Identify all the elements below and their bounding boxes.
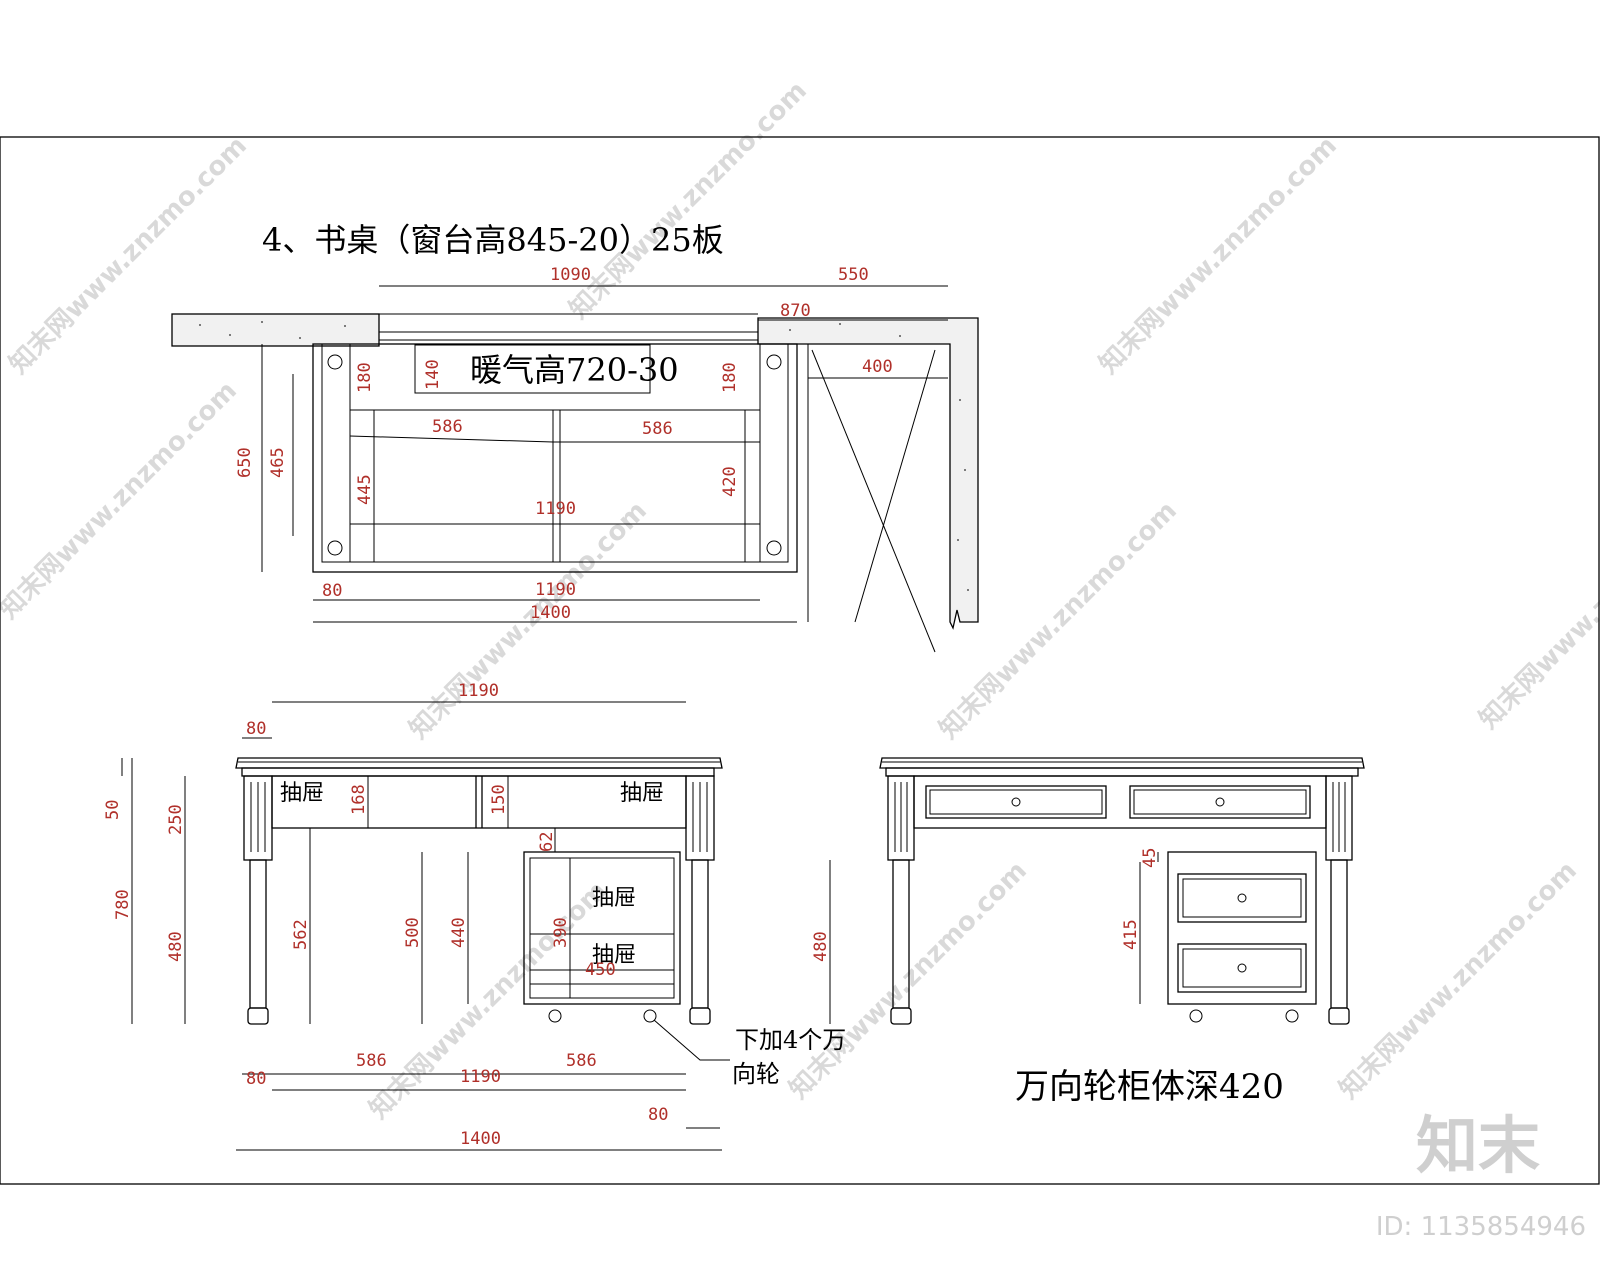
drawing-frame bbox=[0, 136, 1600, 1185]
radiator-label: 暖气高720-30 bbox=[470, 351, 679, 389]
caster-note-line2: 向轮 bbox=[732, 1060, 780, 1088]
dim-front-450: 450 bbox=[585, 960, 616, 980]
dim-1090: 1090 bbox=[550, 265, 591, 285]
side-dimensions: 480 45 415 bbox=[811, 848, 1160, 1024]
dim-front-80-right: 80 bbox=[648, 1105, 668, 1125]
front-elevation: 抽屉 抽屉 抽屉 抽屉 下加4个万 向轮 bbox=[235, 757, 846, 1088]
watermark-8: 知末网www.znzmo.com bbox=[784, 856, 1033, 1105]
dim-80-plan: 80 bbox=[322, 581, 342, 601]
dim-586-right: 586 bbox=[642, 419, 673, 439]
dim-front-80-top: 80 bbox=[246, 719, 266, 739]
dim-front-780: 780 bbox=[113, 889, 133, 920]
dim-420: 420 bbox=[720, 466, 740, 497]
dim-front-168: 168 bbox=[349, 784, 369, 815]
watermark-7: 知末网www.znzmo.com bbox=[364, 876, 613, 1125]
dim-front-150: 150 bbox=[489, 784, 509, 815]
dim-front-1400: 1400 bbox=[460, 1129, 501, 1149]
dim-1190-inner: 1190 bbox=[535, 499, 576, 519]
dim-front-80-bottom: 80 bbox=[246, 1069, 266, 1089]
drawing-title: 4、书桌（窗台高845-20）25板 bbox=[262, 221, 724, 259]
radiator bbox=[414, 344, 651, 394]
dim-front-1190-bottom: 1190 bbox=[460, 1067, 501, 1087]
desk-plan-outline bbox=[312, 343, 798, 573]
drawer-label-pedestal-bottom: 抽屉 bbox=[592, 943, 636, 968]
dim-front-480: 480 bbox=[166, 931, 186, 962]
dim-front-62: 62 bbox=[537, 832, 557, 852]
watermark-4: 知末网www.znzmo.com bbox=[0, 376, 243, 625]
side-elevation: 万向轮柜体深420 bbox=[879, 757, 1365, 1107]
image-id: ID: 1135854946 bbox=[1375, 1212, 1586, 1242]
dim-870: 870 bbox=[780, 301, 811, 321]
dim-180-right: 180 bbox=[720, 362, 740, 393]
front-dimensions: 1190 80 780 50 250 480 168 150 562 62 50… bbox=[103, 681, 722, 1151]
dim-front-586-right: 586 bbox=[566, 1051, 597, 1071]
watermark-5: 知末网www.znzmo.com bbox=[404, 496, 653, 745]
mobile-pedestal bbox=[523, 851, 681, 1005]
drawer-label-right: 抽屉 bbox=[620, 781, 664, 806]
watermark-10: 知末网www.znzmo.com bbox=[1474, 486, 1600, 735]
watermarks: 知末网www.znzmo.com 知末网www.znzmo.com 知末网www… bbox=[0, 76, 1600, 1125]
dim-side-415: 415 bbox=[1121, 919, 1141, 950]
caster-cabinet bbox=[1167, 851, 1317, 1005]
dim-front-586-left: 586 bbox=[356, 1051, 387, 1071]
brand-logo: 知末 bbox=[1415, 1109, 1540, 1182]
dim-586-left: 586 bbox=[432, 417, 463, 437]
watermark-2: 知末网www.znzmo.com bbox=[564, 76, 813, 325]
plan-dimensions: 1090 550 870 400 180 180 140 586 586 650… bbox=[235, 265, 948, 623]
caster-note-line1: 下加4个万 bbox=[735, 1026, 846, 1054]
caster-cabinet-note: 万向轮柜体深420 bbox=[1015, 1067, 1284, 1107]
dim-400: 400 bbox=[862, 357, 893, 377]
wall-section-right bbox=[757, 317, 979, 630]
dim-side-45: 45 bbox=[1140, 848, 1160, 868]
watermark-3: 知末网www.znzmo.com bbox=[1094, 131, 1343, 380]
dim-front-1190-top: 1190 bbox=[458, 681, 499, 701]
dim-465: 465 bbox=[268, 447, 288, 478]
drawer-label-left: 抽屉 bbox=[280, 781, 324, 806]
dim-front-390: 390 bbox=[551, 917, 571, 948]
dim-550: 550 bbox=[838, 265, 869, 285]
dim-180-left: 180 bbox=[355, 362, 375, 393]
plan-view: 暖气高720-30 bbox=[171, 313, 979, 653]
dim-1400-plan: 1400 bbox=[530, 603, 571, 623]
dim-front-50: 50 bbox=[103, 800, 123, 820]
dim-front-250: 250 bbox=[166, 804, 186, 835]
dim-445: 445 bbox=[355, 474, 375, 505]
drawer-label-pedestal-top: 抽屉 bbox=[592, 886, 636, 911]
dim-140: 140 bbox=[423, 359, 443, 390]
dim-front-440: 440 bbox=[449, 917, 469, 948]
wall-section-left bbox=[171, 313, 380, 347]
dim-front-562: 562 bbox=[291, 919, 311, 950]
dim-front-500: 500 bbox=[403, 917, 423, 948]
watermark-9: 知末网www.znzmo.com bbox=[1334, 856, 1583, 1105]
dim-650: 650 bbox=[235, 447, 255, 478]
dim-side-480: 480 bbox=[811, 931, 831, 962]
dim-1190-outer: 1190 bbox=[535, 580, 576, 600]
